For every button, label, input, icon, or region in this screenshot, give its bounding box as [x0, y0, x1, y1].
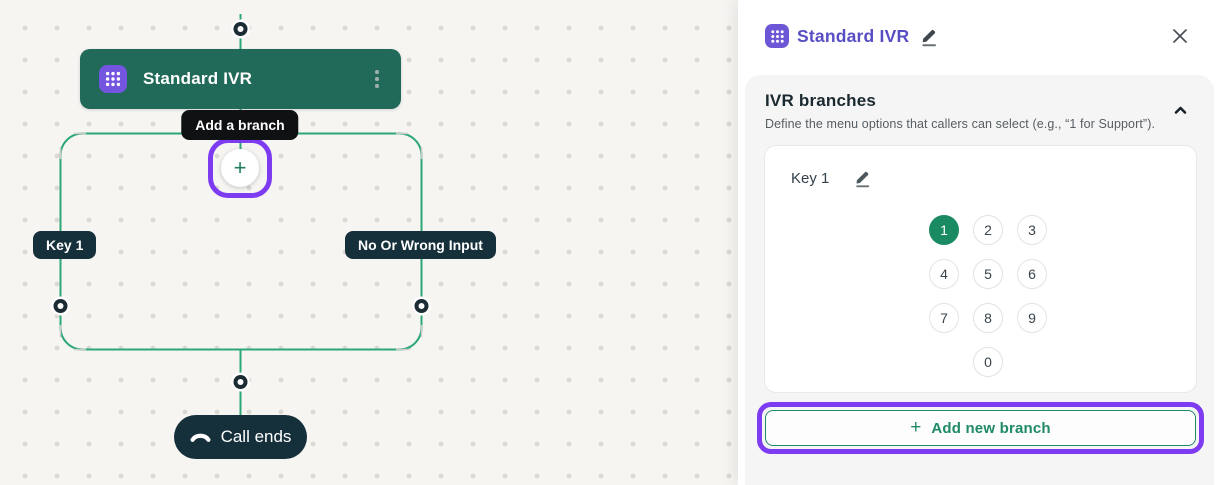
section-description: Define the menu options that callers can… [765, 117, 1156, 131]
ivr-branches-section: IVR branches Define the menu options tha… [745, 75, 1214, 485]
branch-card-label: Key 1 [791, 169, 830, 187]
flow-canvas[interactable]: Standard IVR Add a branch + Key 1 No Or … [0, 0, 740, 485]
keypad-grid-icon [99, 65, 127, 93]
keypad-grid-icon [765, 24, 789, 48]
add-branch-plus-button[interactable]: + [221, 149, 259, 187]
annotation-highlight-add-branch: + Add new branch [757, 402, 1204, 454]
keypad-key-2[interactable]: 2 [973, 215, 1003, 245]
branch-badge-key-1[interactable]: Key 1 [33, 231, 97, 259]
branch-port-left[interactable] [51, 296, 70, 316]
branch-card-header: Key 1 [791, 168, 872, 188]
add-branch-tooltip: Add a branch [181, 110, 299, 140]
pencil-icon[interactable] [853, 168, 872, 188]
pencil-icon[interactable] [919, 26, 939, 47]
call-ends-node[interactable]: Call ends [174, 415, 307, 459]
add-new-branch-label: Add new branch [931, 419, 1051, 437]
node-settings-panel: Standard IVR IVR branches Define the men… [738, 0, 1218, 485]
panel-title: Standard IVR [797, 25, 910, 46]
chevron-up-icon[interactable] [1173, 104, 1188, 116]
keypad-key-0[interactable]: 0 [973, 347, 1003, 377]
panel-header: Standard IVR [765, 23, 1191, 49]
keypad-key-3[interactable]: 3 [1017, 215, 1047, 245]
ivr-node-label: Standard IVR [143, 69, 253, 88]
call-ends-label: Call ends [220, 427, 292, 446]
phone-down-icon [190, 433, 211, 442]
input-port[interactable] [231, 19, 250, 39]
output-port[interactable] [231, 372, 250, 392]
kebab-menu-icon[interactable] [371, 64, 383, 94]
keypad-key-7[interactable]: 7 [929, 303, 959, 333]
selection-handles [59, 132, 423, 351]
keypad-key-6[interactable]: 6 [1017, 259, 1047, 289]
keypad-key-8[interactable]: 8 [973, 303, 1003, 333]
keypad-key-1[interactable]: 1 [929, 215, 959, 245]
keypad-key-5[interactable]: 5 [973, 259, 1003, 289]
section-title: IVR branches [765, 91, 877, 110]
ivr-node[interactable]: Standard IVR [80, 49, 401, 109]
add-new-branch-button[interactable]: + Add new branch [765, 410, 1196, 446]
branch-badge-no-or-wrong-input[interactable]: No Or Wrong Input [345, 231, 496, 259]
close-icon[interactable] [1169, 25, 1191, 47]
section-head: IVR branches Define the menu options tha… [745, 75, 1214, 131]
keypad-key-9[interactable]: 9 [1017, 303, 1047, 333]
branch-port-right[interactable] [412, 296, 431, 316]
keypad-key-4[interactable]: 4 [929, 259, 959, 289]
plus-icon: + [233, 155, 247, 180]
plus-icon: + [910, 416, 922, 438]
